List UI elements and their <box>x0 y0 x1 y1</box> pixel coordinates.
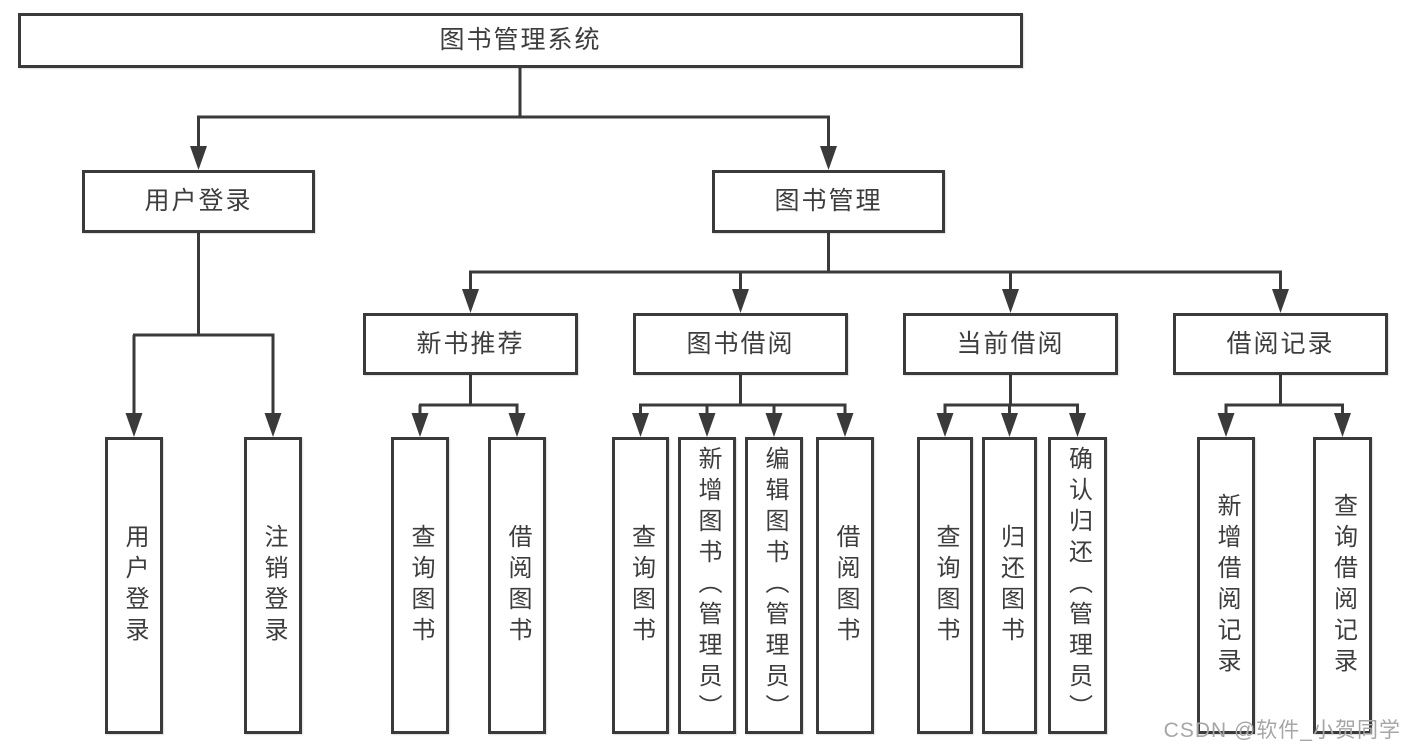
leaf-borrow-books-label: 借阅图书 <box>832 523 859 648</box>
node-current-borrow: 当前借阅 <box>903 313 1118 375</box>
node-new-book-recommend: 新书推荐 <box>363 313 578 375</box>
leaf-query-books-current-label: 查询图书 <box>932 523 959 648</box>
node-borrow-records-label: 借阅记录 <box>1226 329 1335 358</box>
leaf-confirm-return-admin: 确认归还（管理员） <box>1048 437 1107 734</box>
leaf-query-books-recommend-label: 查询图书 <box>407 523 434 648</box>
leaf-logout-label: 注销登录 <box>260 523 287 648</box>
leaf-return-books: 归还图书 <box>982 437 1037 734</box>
node-book-management-label: 图书管理 <box>774 187 883 215</box>
node-book-borrow: 图书借阅 <box>633 313 848 375</box>
arrow-down-icons <box>125 146 1351 437</box>
node-root-system: 图书管理系统 <box>18 13 1023 68</box>
leaf-query-books-current: 查询图书 <box>917 437 973 734</box>
leaf-edit-books-admin-label: 编辑图书（管理员） <box>761 446 788 725</box>
node-new-book-recommend-label: 新书推荐 <box>416 329 525 358</box>
leaf-user-login: 用户登录 <box>105 437 163 734</box>
leaf-add-books-admin: 新增图书（管理员） <box>678 437 736 734</box>
leaf-user-login-label: 用户登录 <box>121 523 148 648</box>
leaf-borrow-books-recommend: 借阅图书 <box>488 437 546 734</box>
node-book-management: 图书管理 <box>712 170 945 233</box>
leaf-add-books-admin-label: 新增图书（管理员） <box>694 446 721 725</box>
leaf-edit-books-admin: 编辑图书（管理员） <box>745 437 803 734</box>
leaf-query-books-borrow-label: 查询图书 <box>627 523 655 648</box>
leaf-borrow-books-recommend-label: 借阅图书 <box>504 523 531 648</box>
leaf-borrow-books: 借阅图书 <box>816 437 874 734</box>
leaf-query-borrow-record: 查询借阅记录 <box>1313 437 1372 734</box>
leaf-add-borrow-record-label: 新增借阅记录 <box>1213 492 1240 679</box>
node-book-borrow-label: 图书借阅 <box>686 329 795 358</box>
leaf-query-borrow-record-label: 查询借阅记录 <box>1329 492 1357 679</box>
node-root-label: 图书管理系统 <box>439 26 602 54</box>
leaf-add-borrow-record: 新增借阅记录 <box>1197 437 1255 734</box>
node-borrow-records: 借阅记录 <box>1173 313 1388 375</box>
leaf-query-books-recommend: 查询图书 <box>391 437 449 734</box>
node-current-borrow-label: 当前借阅 <box>956 329 1065 358</box>
leaf-confirm-return-admin-label: 确认归还（管理员） <box>1064 446 1092 725</box>
leaf-logout: 注销登录 <box>244 437 302 734</box>
node-user-login-label: 用户登录 <box>144 187 253 215</box>
watermark: CSDN @软件_小贺同学 <box>1163 719 1401 742</box>
leaf-return-books-label: 归还图书 <box>996 523 1024 648</box>
leaf-query-books-borrow: 查询图书 <box>612 437 669 734</box>
node-user-login: 用户登录 <box>82 170 315 233</box>
